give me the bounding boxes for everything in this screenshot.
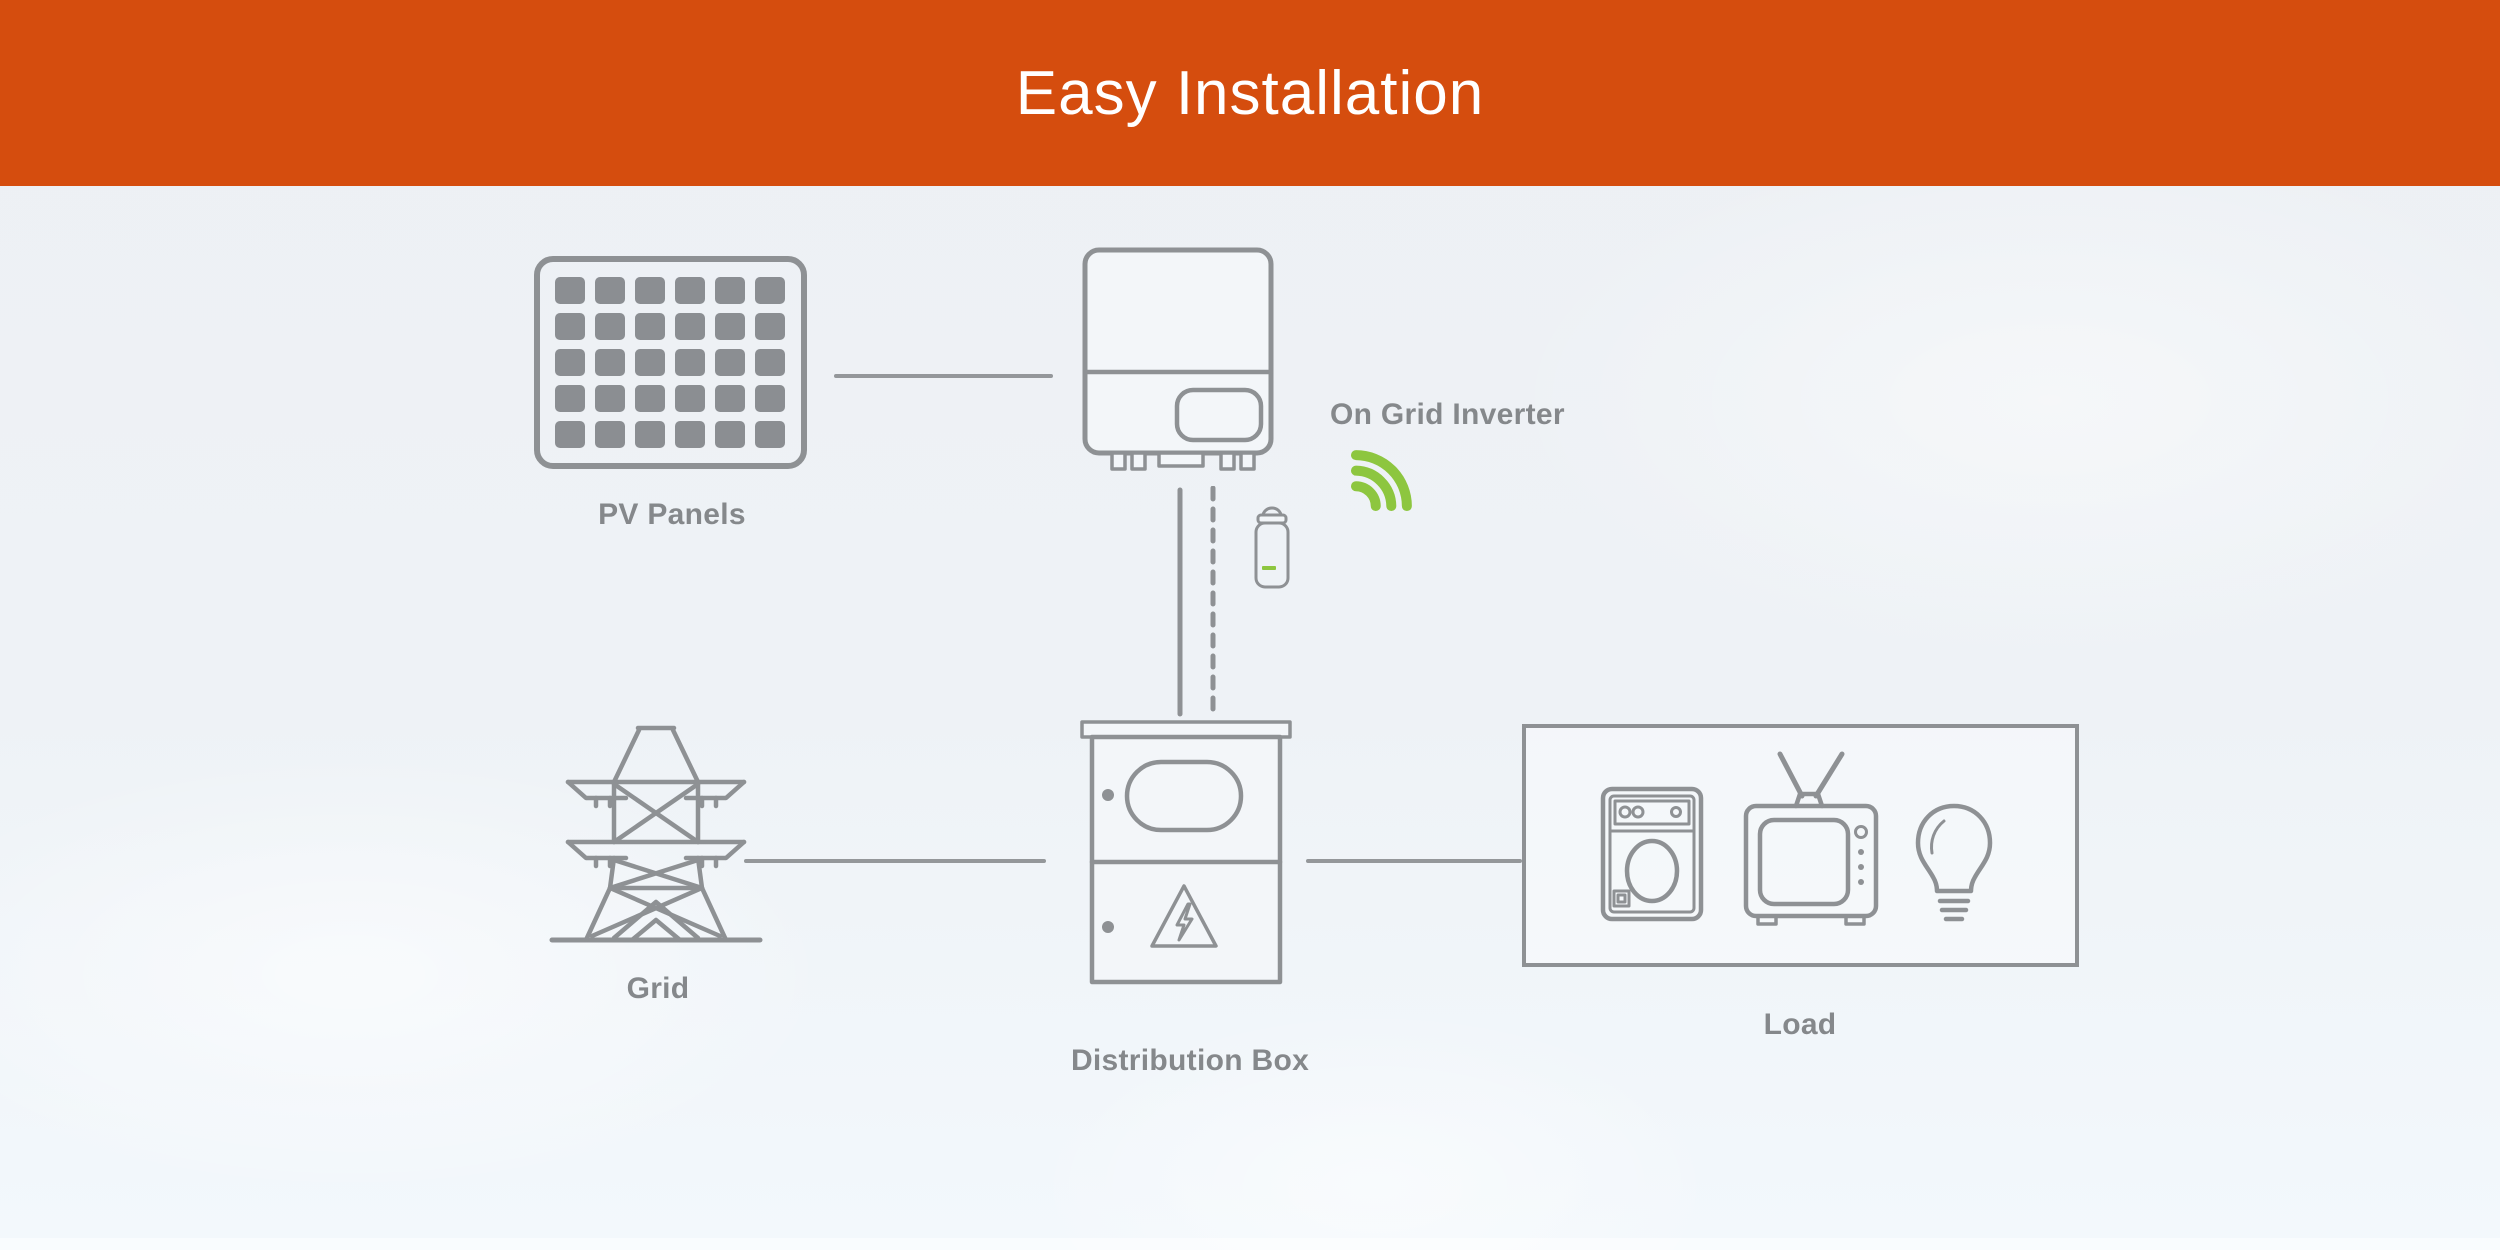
inverter-icon — [1082, 247, 1274, 471]
connector-pv-to-inverter — [834, 374, 1053, 378]
load-box — [1522, 724, 2079, 967]
wifi-signal-icon — [1350, 450, 1412, 512]
wifi-dongle-icon — [1254, 506, 1290, 589]
washing-machine-icon — [1600, 786, 1704, 922]
distribution-box-label: Distribution Box — [1070, 1044, 1310, 1077]
connector-grid-to-dist — [744, 859, 1046, 863]
light-bulb-icon — [1915, 803, 1993, 922]
distribution-box-icon — [1080, 720, 1292, 985]
pv-panels-label: PV Panels — [598, 498, 746, 531]
page-title: Easy Installation — [1015, 58, 1485, 128]
grid-label: Grid — [626, 972, 690, 1005]
grid-tower-icon — [549, 725, 763, 943]
bottom-strip — [0, 1238, 2500, 1250]
connector-dist-to-load — [1306, 859, 1522, 863]
load-label: Load — [1763, 1008, 1837, 1041]
tv-icon — [1743, 751, 1879, 926]
connector-inverter-to-dist — [1177, 486, 1216, 718]
pv-panels-icon — [534, 256, 807, 469]
header-bar: Easy Installation — [0, 0, 2500, 186]
inverter-label: On Grid Inverter — [1330, 398, 1565, 431]
